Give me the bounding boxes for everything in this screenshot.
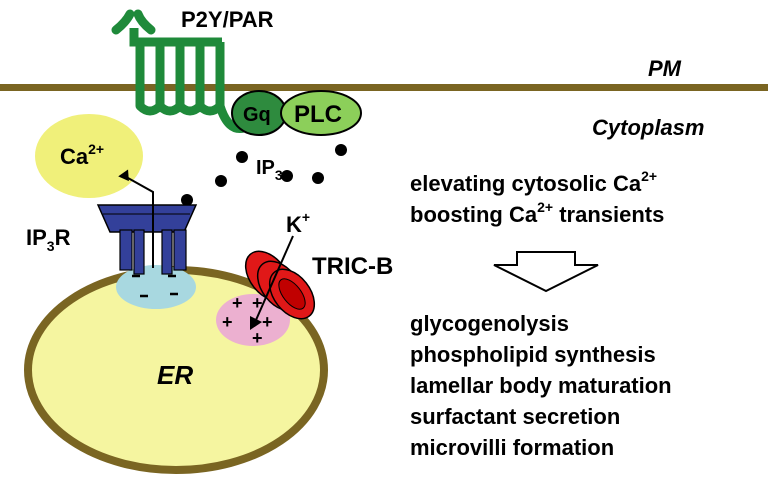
negative-charges [132,274,178,298]
outcome-item: surfactant secretion [410,404,620,429]
pm-label: PM [648,56,682,81]
positive-charges: ++ ++ + [222,293,278,348]
tric-b-label: TRIC-B [312,253,393,280]
calcium-label: Ca2+ [60,141,104,169]
cytosolic-calcium-pool [35,114,143,198]
ip3-molecules [181,144,347,206]
effect-line-2: boosting Ca2+ transients [410,199,664,227]
receptor-label: P2Y/PAR [181,7,274,32]
ip3-dot [335,144,347,156]
cytoplasm-label: Cytoplasm [592,115,704,140]
potassium-label: K+ [286,209,310,237]
plc-label: PLC [294,101,342,128]
ip3-dot [236,151,248,163]
ip3-dot [281,170,293,182]
outcome-item: glycogenolysis [410,311,569,336]
down-arrow-icon [493,251,599,293]
ip3-dot [181,194,193,206]
ip3-receptor-channel [96,204,198,275]
tric-b-channel [244,250,316,320]
ip3-label: IP3 [256,157,283,183]
er-label: ER [157,360,193,390]
effect-line-1: elevating cytosolic Ca2+ [410,168,657,196]
plasma-membrane [0,84,768,91]
ip3-dot [215,175,227,187]
outcome-item: microvilli formation [410,435,614,460]
outcome-item: lamellar body maturation [410,373,672,398]
potassium-flux-arrow [250,235,294,330]
outcome-item: phospholipid synthesis [410,342,656,367]
gq-protein: Gq [231,90,287,136]
ip3-dot [312,172,324,184]
gq-label: Gq [243,104,271,126]
plc-enzyme: PLC [280,90,362,136]
ip3r-label: IP3R [26,225,71,254]
calcium-release-arrow [118,169,154,268]
negative-charge-region [116,265,196,309]
outcome-list: glycogenolysis phospholipid synthesis la… [410,311,672,460]
